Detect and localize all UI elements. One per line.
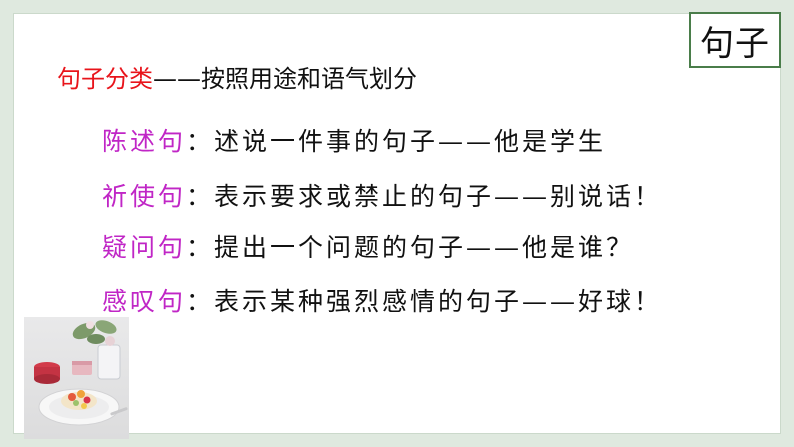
sentence-type-separator: ：	[186, 233, 215, 262]
sentence-type-row: 陈述句：述说一件事的句子——他是学生	[102, 122, 606, 158]
section-subtitle: 句子分类——按照用途和语气划分	[57, 58, 417, 94]
sentence-type-description: 述说一件事的句子——他是学生	[214, 127, 607, 156]
title-badge: 句子	[689, 12, 781, 68]
subtitle-rest: ——按照用途和语气划分	[153, 64, 417, 93]
title-badge-label: 句子	[700, 23, 770, 64]
sentence-type-row: 感叹句：表示某种强烈感情的句子——好球！	[102, 282, 662, 318]
sentence-type-description: 提出一个问题的句子——他是谁？	[214, 233, 635, 262]
decorative-photo	[24, 317, 129, 439]
sentence-type-term: 陈述句	[102, 127, 187, 156]
sentence-type-row: 祈使句：表示要求或禁止的句子——别说话！	[102, 177, 662, 213]
sentence-type-row: 疑问句：提出一个问题的句子——他是谁？	[102, 228, 634, 264]
sentence-type-term: 感叹句	[102, 287, 187, 316]
sentence-type-separator: ：	[186, 127, 215, 156]
sentence-type-separator: ：	[186, 287, 215, 316]
sentence-type-description: 表示要求或禁止的句子——别说话！	[214, 182, 663, 211]
subtitle-highlight: 句子分类	[57, 64, 153, 93]
sentence-type-separator: ：	[186, 182, 215, 211]
sentence-type-term: 疑问句	[102, 233, 187, 262]
dessert-still-life-image	[24, 317, 129, 439]
sentence-type-term: 祈使句	[102, 182, 187, 211]
sentence-type-description: 表示某种强烈感情的句子——好球！	[214, 287, 663, 316]
